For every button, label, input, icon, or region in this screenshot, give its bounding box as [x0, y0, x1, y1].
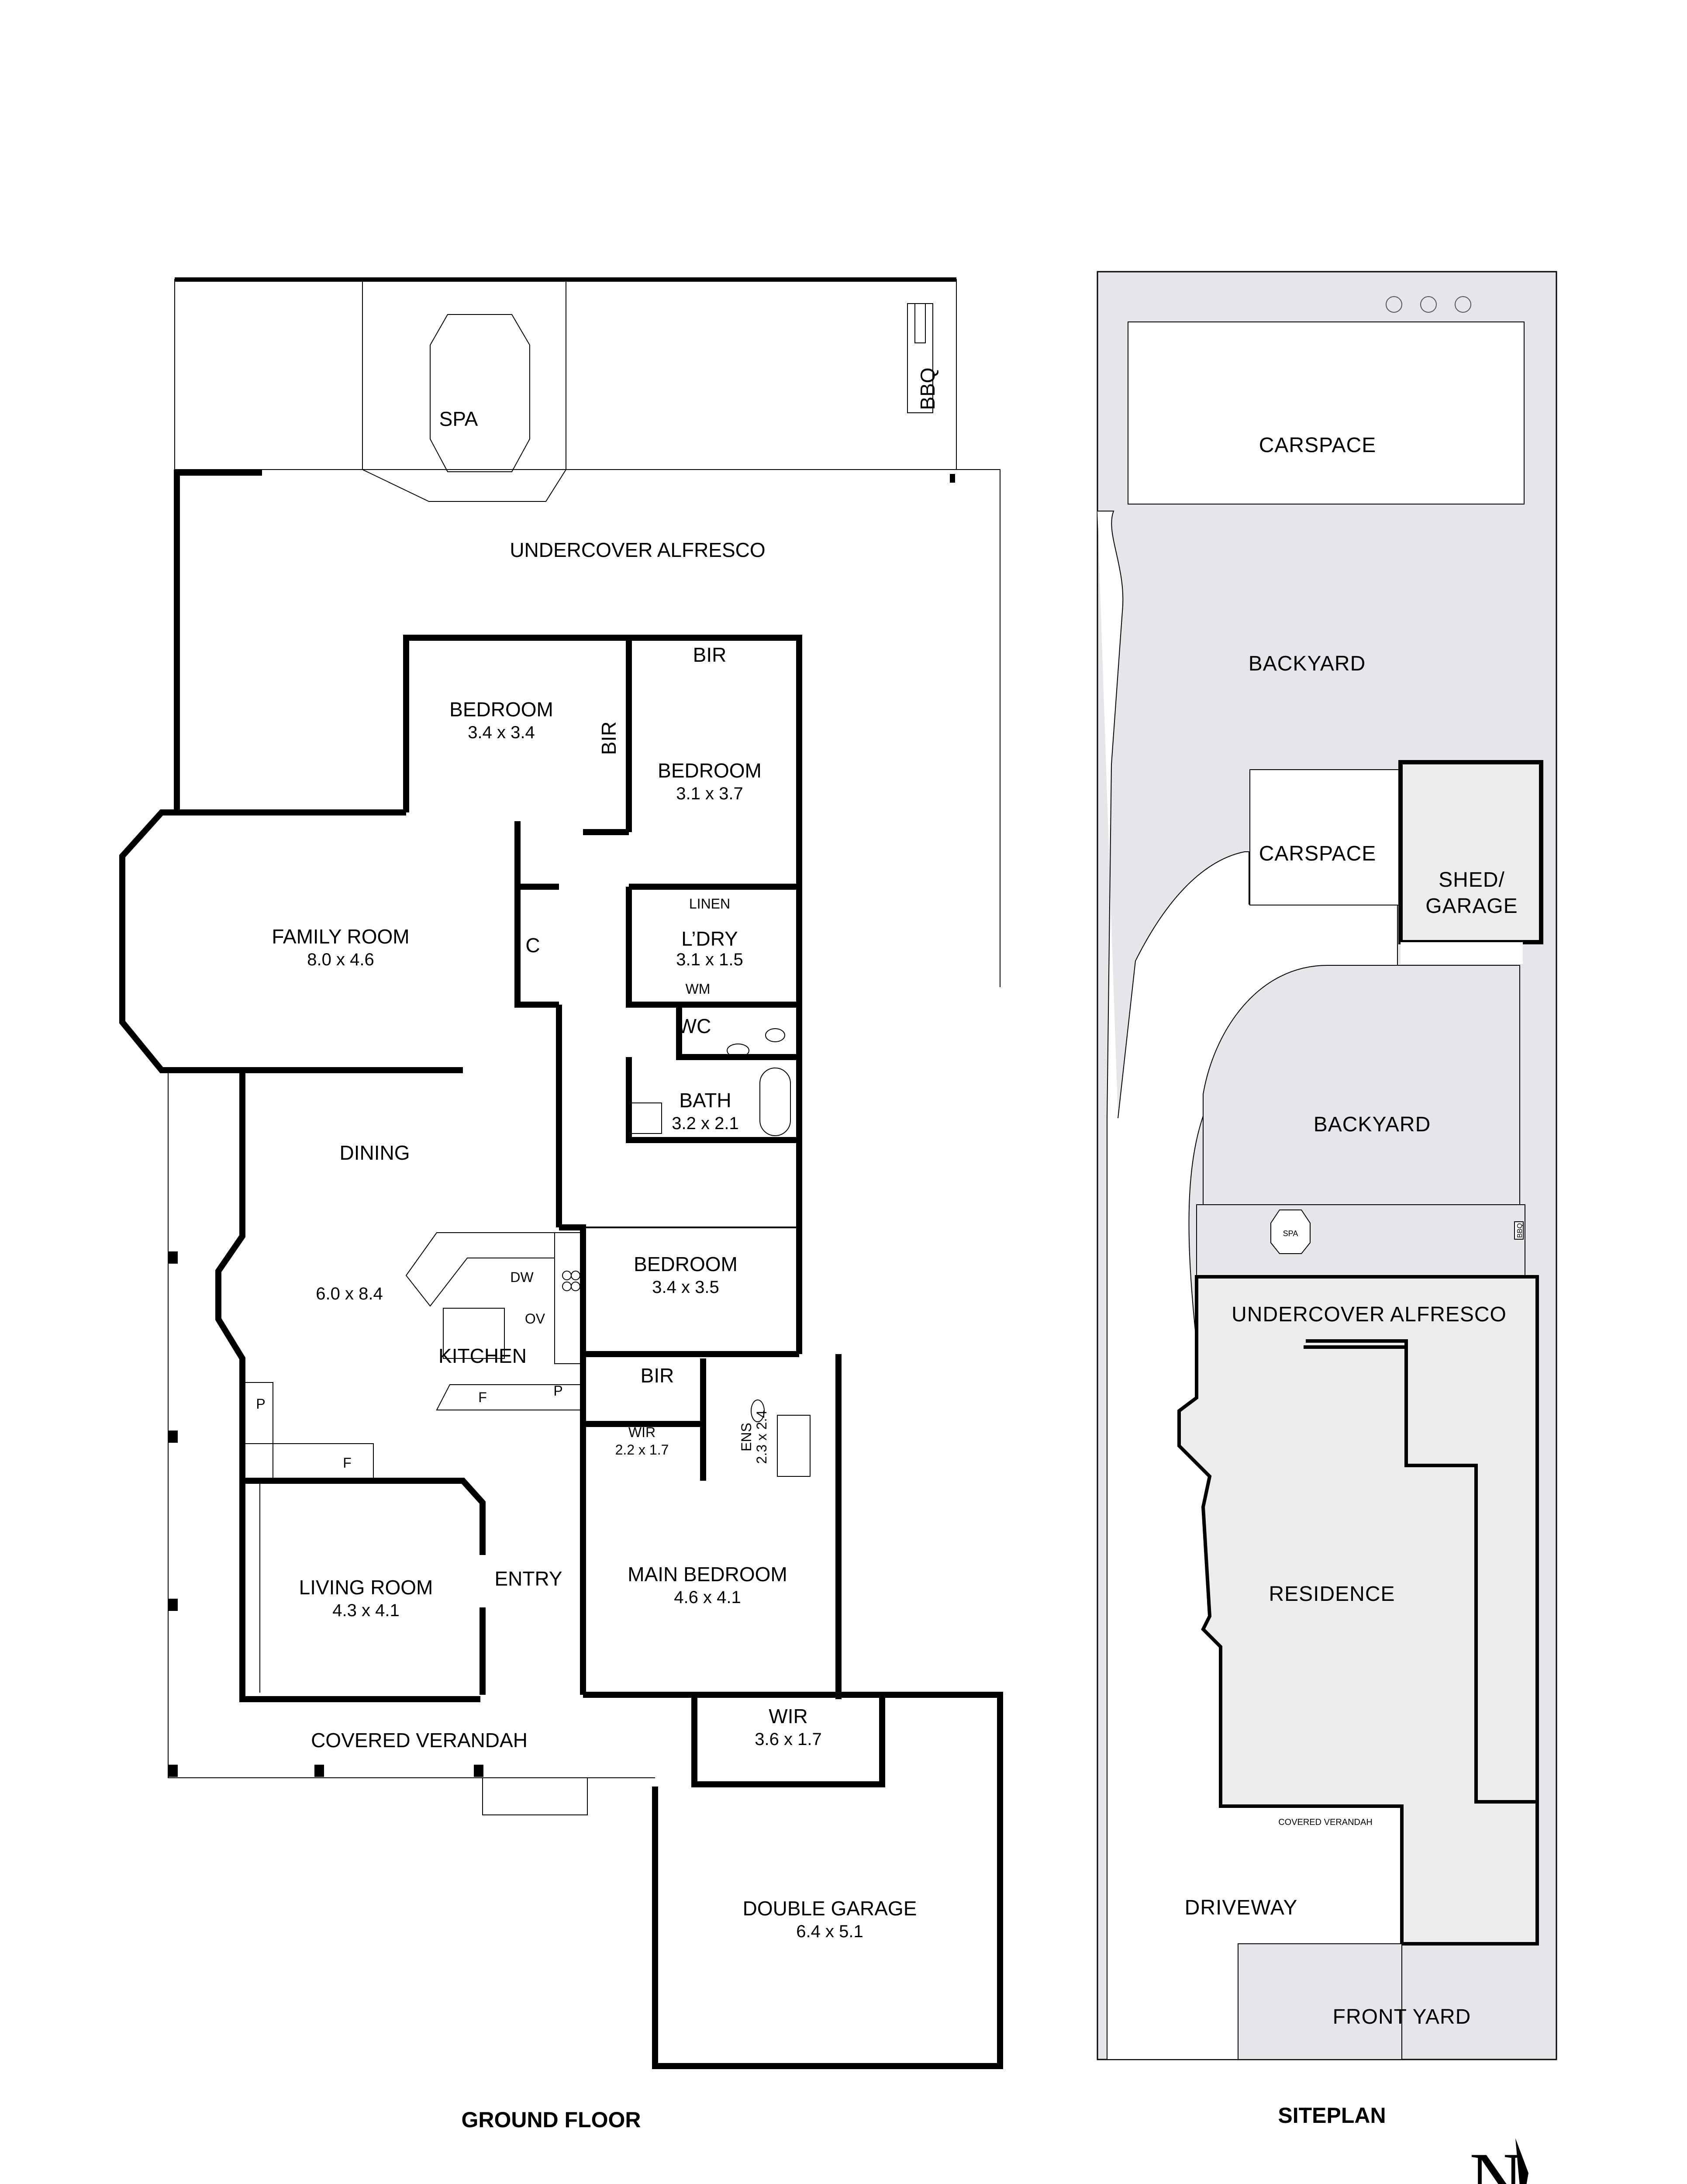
room-label-kitchen: KITCHEN	[438, 1344, 527, 1367]
site-backyard-2	[1203, 965, 1520, 1206]
site-label-alfresco: UNDERCOVER ALFRESCO	[1232, 1303, 1507, 1326]
room-label-alfresco: UNDERCOVER ALFRESCO	[510, 539, 765, 561]
room-label-cupboard: C	[525, 934, 540, 957]
room-dims-dining: 6.0 x 8.4	[316, 1284, 383, 1303]
site-label-carspace-1: CARSPACE	[1259, 434, 1377, 457]
fixture-label-wm: WM	[686, 981, 711, 997]
cooktop	[562, 1271, 580, 1291]
room-label-wir-2: WIR	[769, 1705, 807, 1728]
kitchen-island	[443, 1308, 505, 1359]
shower	[631, 1102, 662, 1134]
room-dims-bedroom-2: 3.1 x 3.7	[676, 784, 743, 803]
room-dims-bath: 3.2 x 2.1	[672, 1114, 738, 1133]
room-label-living: LIVING ROOM	[299, 1576, 433, 1599]
site-label-spa: SPA	[1283, 1229, 1298, 1238]
room-label-spa: SPA	[439, 408, 478, 430]
room-label-main-bedroom: MAIN BEDROOM	[628, 1563, 787, 1586]
site-label-residence: RESIDENCE	[1269, 1583, 1395, 1606]
site-label-frontyard: FRONT YARD	[1333, 2005, 1471, 2028]
room-dims-bedroom-3: 3.4 x 3.5	[652, 1278, 719, 1297]
site-label-garage: GARAGE	[1425, 895, 1518, 918]
bbq-box	[914, 303, 926, 343]
room-label-wir-1: WIR	[628, 1424, 655, 1440]
room-label-bedroom-1: BEDROOM	[449, 698, 553, 721]
room-label-verandah: COVERED VERANDAH	[311, 1729, 528, 1752]
room-dims-garage: 6.4 x 5.1	[796, 1922, 863, 1941]
room-label-bedroom-2: BEDROOM	[658, 759, 762, 782]
room-label-bath: BATH	[679, 1089, 731, 1112]
verandah-posts	[168, 474, 955, 1777]
room-dims-laundry: 3.1 x 1.5	[676, 950, 743, 969]
site-label-carspace-2: CARSPACE	[1259, 842, 1377, 865]
room-dims-bedroom-1: 3.4 x 3.4	[468, 723, 535, 742]
room-label-bir-3: BIR	[641, 1364, 674, 1387]
ground-floor-plan	[119, 277, 1003, 2069]
room-dims-main-bedroom: 4.6 x 4.1	[674, 1588, 741, 1607]
room-label-ens: ENS	[738, 1423, 754, 1451]
room-label-linen: LINEN	[689, 896, 730, 912]
room-label-bbq: BBQ	[916, 367, 939, 410]
site-carspace-1	[1128, 321, 1525, 505]
room-label-garage: DOUBLE GARAGE	[743, 1897, 917, 1920]
siteplan	[1097, 271, 1557, 2060]
room-label-bir-1: BIR	[597, 722, 620, 755]
site-shed-garage	[1398, 760, 1543, 944]
room-dims-ens: 2.3 x 2.4	[754, 1410, 769, 1464]
fixture-fridge: F	[343, 1455, 352, 1471]
fixture-label-ov: OV	[525, 1311, 545, 1327]
bathtub	[759, 1068, 791, 1136]
room-label-family: FAMILY ROOM	[272, 925, 409, 948]
site-carspace-2	[1249, 769, 1401, 905]
site-residence	[1177, 1275, 1539, 1946]
room-dims-living: 4.3 x 4.1	[332, 1601, 399, 1620]
site-label-verandah: COVERED VERANDAH	[1278, 1818, 1373, 1827]
fixture-pantry-2: P	[553, 1383, 562, 1399]
fixture-fridge-2: F	[478, 1389, 487, 1405]
room-dims-wir-2: 3.6 x 1.7	[755, 1730, 821, 1749]
fixture-pantry: P	[256, 1396, 265, 1412]
north-arrow-icon: N	[1470, 2138, 1528, 2184]
ground-floor-labels: SPA BBQ UNDERCOVER ALFRESCO BEDROOM 3.4 …	[256, 367, 939, 2132]
site-label-driveway: DRIVEWAY	[1185, 1896, 1298, 1919]
site-label-backyard-1: BACKYARD	[1249, 652, 1366, 675]
room-label-laundry: L’DRY	[681, 927, 738, 950]
spa-step	[362, 469, 567, 502]
room-label-entry: ENTRY	[494, 1567, 562, 1590]
fixture-label-dw: DW	[510, 1269, 534, 1285]
room-dims-wir-1: 2.2 x 1.7	[615, 1442, 669, 1458]
spa-shape	[430, 314, 530, 472]
toilet	[765, 1028, 785, 1042]
site-label-backyard-2: BACKYARD	[1314, 1113, 1431, 1136]
room-label-bedroom-3: BEDROOM	[634, 1253, 738, 1275]
site-label-shed: SHED/	[1439, 868, 1505, 892]
north-arrow-letter: N	[1470, 2138, 1523, 2184]
siteplan-title: SITEPLAN	[1278, 2103, 1386, 2128]
site-label-bbq: BBQ	[1516, 1223, 1524, 1238]
room-label-bir-2: BIR	[693, 643, 727, 666]
site-frontyard	[1238, 1943, 1402, 2060]
room-dims-family: 8.0 x 4.6	[307, 950, 374, 969]
room-label-wc: WC	[678, 1015, 711, 1037]
siteplan-labels: CARSPACE BACKYARD CARSPACE SHED/ GARAGE …	[1185, 434, 1524, 2128]
room-label-dining: DINING	[340, 1141, 410, 1164]
ground-floor-title: GROUND FLOOR	[461, 2108, 641, 2132]
site-trees	[1386, 296, 1471, 313]
